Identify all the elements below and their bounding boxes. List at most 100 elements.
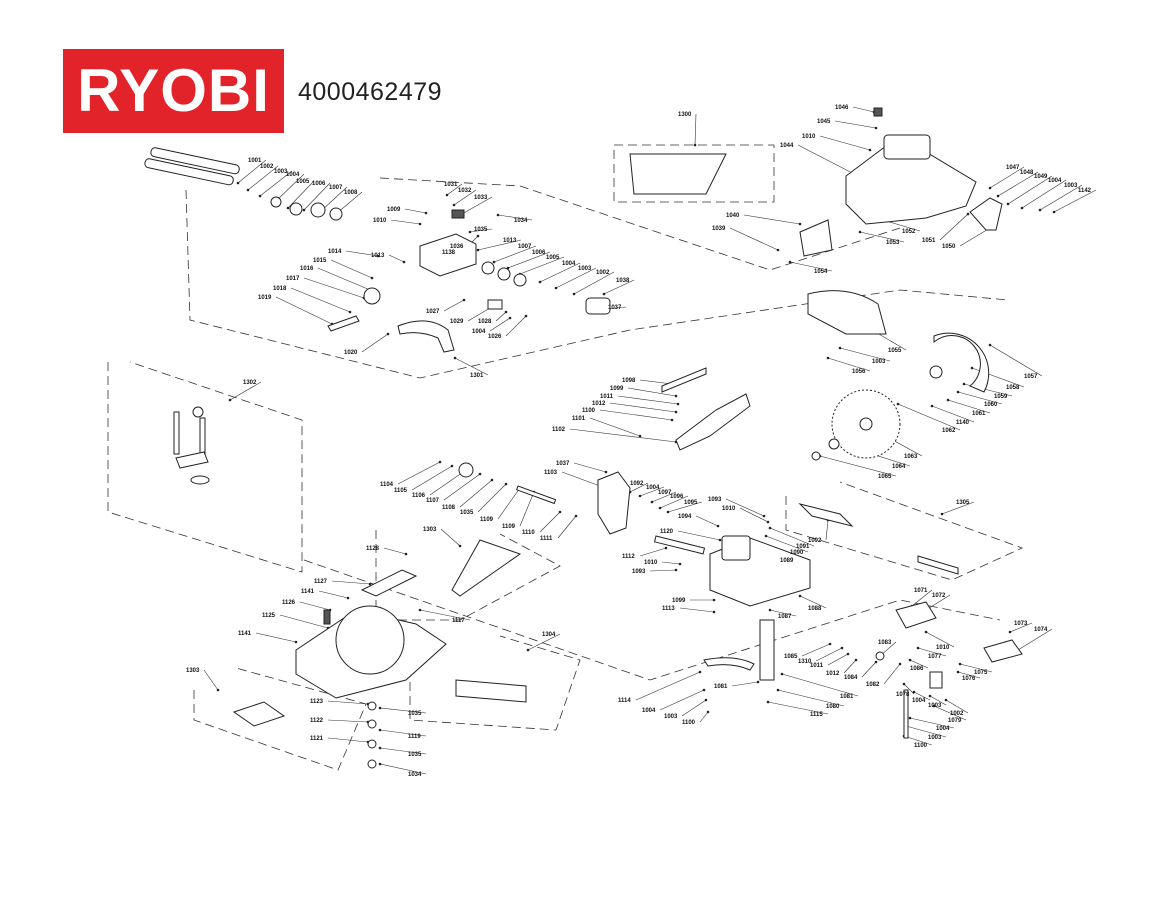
part-callout: 1016 — [300, 266, 314, 272]
leader-line — [255, 632, 297, 643]
part-callout: 1078 — [896, 692, 910, 698]
part-callout: 1084 — [844, 675, 858, 681]
clamp-arm-part — [175, 451, 209, 469]
rail-part-2 — [144, 158, 234, 186]
leader-dot — [674, 410, 678, 414]
leader-dot — [468, 230, 472, 234]
leader-line — [279, 614, 329, 629]
part-callout: 1010 — [722, 506, 736, 512]
leader-line — [681, 699, 707, 717]
leader-dot — [258, 194, 262, 198]
part-callout: 1302 — [243, 380, 257, 386]
part-callout: 1105 — [394, 488, 408, 494]
part-callout: 1101 — [572, 416, 586, 422]
leader-line — [443, 473, 481, 501]
leader-line — [327, 700, 369, 705]
leader-dot — [658, 506, 662, 510]
leader-dot — [868, 148, 872, 152]
part-callout: 1081 — [714, 684, 728, 690]
part-callout: 1106 — [412, 493, 426, 499]
leader-line — [667, 501, 703, 513]
part-callout: 1099 — [610, 386, 624, 392]
leader-line — [477, 483, 507, 513]
part-callout: 1012 — [826, 671, 840, 677]
leader-line — [404, 208, 427, 214]
leader-dot — [286, 206, 290, 210]
leader-dot — [962, 382, 966, 386]
leader-line — [1009, 622, 1033, 633]
leader-line — [679, 607, 715, 613]
leader-dot — [228, 398, 232, 402]
part-callout: 1013 — [371, 253, 385, 259]
part-callout: 1123 — [310, 699, 324, 705]
group-outline-1301 — [185, 189, 1009, 379]
leader-dot — [476, 248, 480, 252]
leader-dot — [1008, 630, 1012, 634]
leader-line — [801, 643, 831, 657]
leader-line — [539, 511, 561, 533]
leader-dot — [958, 662, 962, 666]
leader-dot — [574, 514, 578, 518]
leader-line — [477, 239, 522, 251]
leader-line — [419, 609, 471, 621]
bolt-part — [903, 689, 909, 739]
leader-dot — [1038, 208, 1042, 212]
leader-dot — [538, 280, 542, 284]
leader-dot — [826, 356, 830, 360]
leader-line — [609, 402, 677, 413]
part-callout: 1004 — [286, 172, 300, 178]
clamp-washer-part — [190, 475, 210, 485]
guard-bracket-part — [799, 219, 833, 257]
leader-dot — [418, 608, 422, 612]
leader-line — [729, 227, 779, 251]
screw-part — [873, 107, 883, 117]
leader-line — [1039, 184, 1083, 211]
group-outline-base — [303, 559, 1001, 681]
pivot-bracket-part — [597, 471, 631, 535]
leader-dot — [908, 658, 912, 662]
part-callout: 1056 — [852, 369, 866, 375]
leader-dot — [712, 610, 716, 614]
part-callout: 1013 — [503, 238, 517, 244]
leader-dot — [1052, 210, 1056, 214]
clamp-rod-part — [173, 411, 180, 455]
part-callout: 1045 — [817, 119, 831, 125]
leader-dot — [940, 512, 944, 516]
lock-lever-part — [397, 320, 455, 353]
leader-line — [1017, 628, 1053, 651]
leader-dot — [932, 704, 936, 708]
leader-line — [941, 501, 975, 515]
part-callout: 1085 — [784, 654, 798, 660]
leader-dot — [798, 594, 802, 598]
leader-dot — [718, 538, 722, 542]
leader-dot — [674, 568, 678, 572]
leader-line — [639, 379, 673, 385]
part-callout: 1057 — [1024, 374, 1038, 380]
leader-line — [467, 307, 491, 322]
leader-line — [859, 231, 905, 243]
leader-dot — [452, 203, 456, 207]
washer-part — [367, 759, 377, 769]
leader-line — [443, 299, 465, 312]
part-callout: 1093 — [632, 569, 646, 575]
leader-line — [507, 251, 551, 269]
leader-line — [1021, 179, 1067, 209]
bushing-part — [289, 202, 303, 216]
leader-dot — [798, 222, 802, 226]
leader-line — [913, 691, 931, 701]
leader-dot — [766, 520, 770, 524]
leader-dot — [928, 694, 932, 698]
part-callout: 1065 — [878, 474, 892, 480]
leader-line — [299, 601, 331, 611]
leader-line — [939, 213, 969, 241]
leader-dot — [453, 356, 457, 360]
part-callout: 1110 — [522, 530, 535, 536]
leader-line — [957, 671, 981, 679]
part-callout: 1044 — [780, 143, 794, 149]
part-callout: 1009 — [387, 207, 401, 213]
leader-line — [852, 106, 875, 113]
guard-window-part — [629, 153, 727, 195]
leader-line — [303, 182, 331, 211]
part-callout: 1083 — [878, 640, 892, 646]
part-callout: 1014 — [328, 249, 342, 255]
